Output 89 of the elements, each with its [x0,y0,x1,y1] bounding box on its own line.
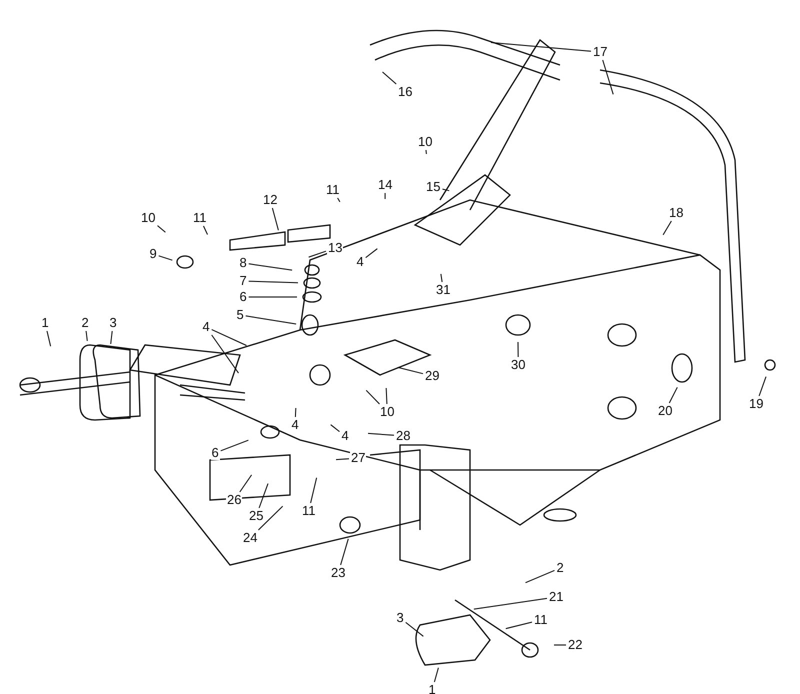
leader-line [525,570,555,584]
leader-line [386,388,388,404]
leader-line [337,198,340,202]
leader-line [86,330,88,342]
leader-line [272,208,279,231]
leader-line [248,296,298,298]
callout-number: 3 [396,611,405,625]
leader-line [248,263,293,271]
leader-line [211,334,239,374]
callout-number: 22 [567,638,584,652]
callout-number: 4 [356,255,365,269]
leader-line [758,376,766,396]
callout-number: 12 [262,193,278,207]
callout-number: 5 [236,308,245,322]
leader-line [397,366,424,374]
callout-number: 26 [226,493,242,507]
callout-number: 6 [210,446,220,460]
leader-line [405,622,424,637]
callout-number: 4 [202,320,211,334]
callout-number: 15 [425,180,442,194]
leader-line [157,225,166,233]
callout-number: 28 [395,429,412,443]
leader-line [258,506,284,530]
leader-line [505,622,532,630]
callout-number: 2 [556,561,565,575]
leader-line [440,273,443,282]
leader-line [382,72,397,84]
leader-line [442,188,450,192]
leader-line [330,424,340,432]
callout-number: 17 [592,45,608,59]
leader-line [211,329,247,346]
callout-number: 14 [377,178,394,192]
callout-number: 1 [40,316,50,330]
callout-number: 1 [428,683,437,694]
callout-number: 11 [192,211,208,225]
callout-number: 3 [108,316,118,330]
callout-number: 6 [238,290,248,304]
leader-line [310,477,318,504]
leader-line [46,330,52,347]
callout-number: 13 [327,241,344,255]
leader-line [554,644,566,646]
callout-number: 21 [548,590,564,604]
callout-number: 9 [148,247,158,261]
leader-line [473,598,548,610]
callout-number: 10 [140,211,156,225]
callout-number: 11 [533,613,548,627]
leader-line [203,226,208,236]
leader-line [336,458,350,460]
leader-line [366,390,380,404]
leader-line [158,255,173,261]
callout-number: 11 [325,183,340,197]
callout-number: 19 [748,397,764,411]
callout-number: 23 [330,566,346,580]
callout-number: 24 [242,531,258,545]
callout-number: 10 [379,405,396,419]
leader-line [110,330,113,344]
callout-number: 16 [397,85,414,99]
leader-line [518,342,519,358]
callout-number: 27 [350,451,366,465]
callout-number: 18 [668,206,684,220]
callout-number: 29 [424,369,440,383]
leader-line [220,440,249,452]
callout-number: 8 [238,256,248,270]
callout-number: 10 [417,135,434,149]
leader-line [384,192,386,200]
callout-number: 30 [510,358,526,372]
leader-line [662,220,672,236]
callout-number: 25 [248,509,264,523]
callout-number: 11 [301,504,316,518]
callout-number: 4 [290,418,300,432]
callout-number: 31 [435,283,452,297]
leader-line [368,432,394,436]
leader-line [308,250,326,258]
leader-line [668,386,678,404]
leader-line [490,42,592,52]
leader-line [258,483,268,508]
leader-line [239,474,252,492]
leader-line [340,538,349,566]
leader-line [426,150,427,154]
leader-line [248,280,298,284]
callout-number: 20 [657,404,674,418]
leader-line [245,315,297,324]
leader-line [294,408,296,418]
leader-line [434,667,439,682]
leader-line [365,248,378,258]
leader-line [602,60,614,95]
callout-number: 7 [238,274,248,288]
callout-number: 4 [340,429,350,443]
callout-number: 2 [80,316,90,330]
